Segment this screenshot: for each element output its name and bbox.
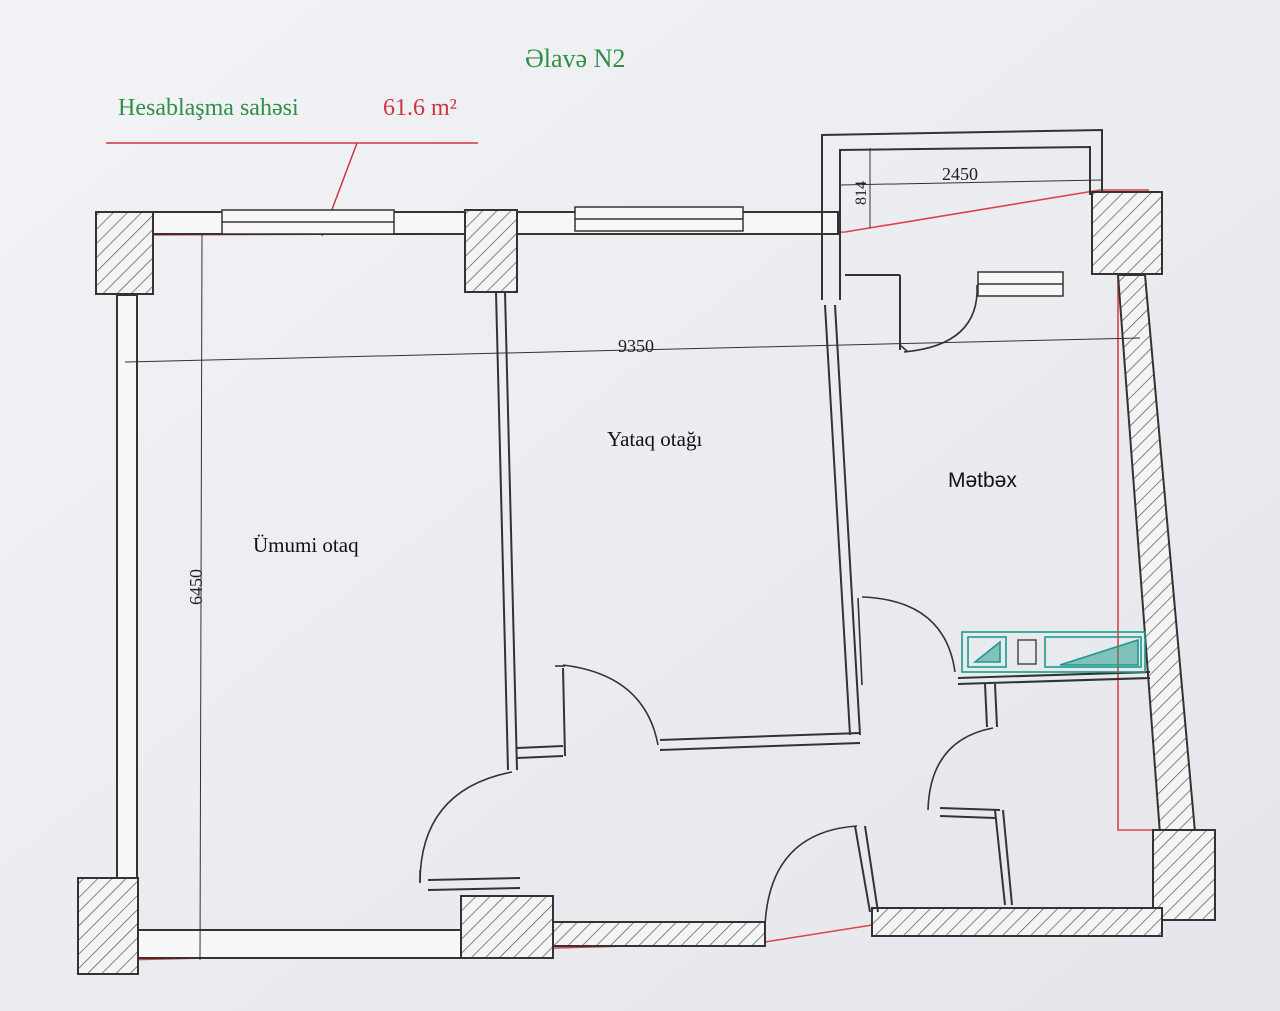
dim-balcony-width: 2450 — [942, 164, 978, 184]
doors — [419, 284, 994, 926]
kitchen-sink-counter — [961, 631, 1146, 673]
dim-total-width: 9350 — [618, 336, 654, 356]
windows — [221, 206, 1064, 297]
bottom-walls — [552, 907, 1163, 947]
sheet-title: Əlavə N2 — [525, 44, 625, 73]
room-label-kitchen: Mətbəx — [948, 469, 1017, 492]
room-label-bedroom: Yataq otağı — [607, 427, 702, 451]
columns — [77, 191, 1216, 975]
interior-walls — [427, 291, 1151, 913]
area-value: 61.6 m² — [383, 95, 457, 121]
area-label: Hesablaşma sahəsi — [118, 95, 299, 121]
dimension-lines — [124, 148, 1141, 961]
dim-height: 6450 — [186, 569, 206, 605]
dim-balcony-depth: 814 — [853, 181, 870, 205]
room-label-living: Ümumi otaq — [253, 533, 359, 557]
